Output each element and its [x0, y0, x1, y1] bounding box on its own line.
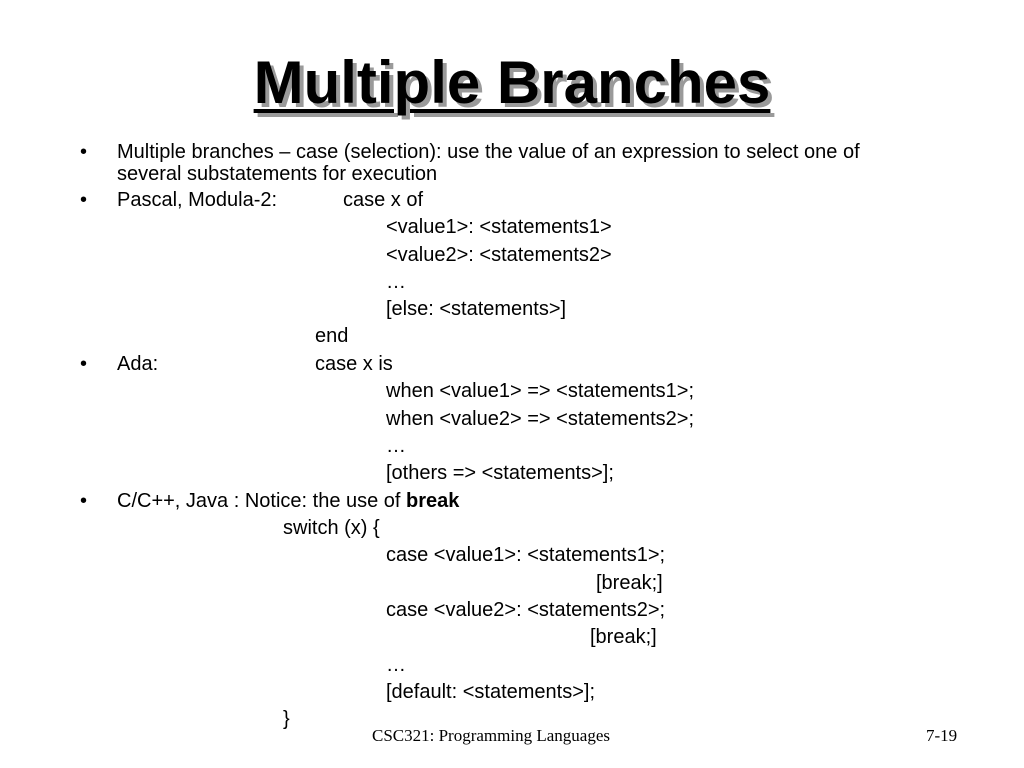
- ada-others-line: [others => <statements>];: [386, 462, 614, 484]
- switch-case1-line: case <value1>: <statements1>;: [386, 544, 666, 566]
- pascal-value2-line: <value2>: <statements2>: [386, 244, 612, 266]
- pascal-end-line: end: [315, 325, 349, 347]
- ada-when1-line: when <value1> => <statements1>;: [386, 380, 694, 402]
- pascal-else-line: [else: <statements>]: [386, 298, 567, 320]
- bullet-1-line-2: several substatements for execution: [117, 163, 438, 185]
- bullet-1-line-1: Multiple branches – case (selection): us…: [117, 141, 860, 163]
- ada-ellipsis: …: [386, 435, 406, 457]
- ada-case-line: case x is: [315, 353, 393, 375]
- pascal-case-line: case x of: [343, 189, 424, 211]
- slide-title: Multiple Branches: [253, 49, 771, 116]
- switch-case2-line: case <value2>: <statements2>;: [386, 599, 666, 621]
- ada-label: Ada:: [117, 353, 159, 375]
- bullet-marker: •: [80, 490, 88, 512]
- switch-line: switch (x) {: [283, 517, 380, 539]
- pascal-value1-line: <value1>: <statements1>: [386, 216, 612, 238]
- bullet-marker: •: [80, 189, 88, 211]
- footer-page-number: 7-19: [926, 726, 958, 745]
- c-java-prefix: C/C++, Java : Notice: the use of: [117, 490, 407, 512]
- switch-ellipsis: …: [386, 654, 406, 676]
- bullet-marker: •: [80, 353, 88, 375]
- bullet-marker: •: [80, 141, 88, 163]
- pascal-label: Pascal, Modula-2:: [117, 189, 278, 211]
- ada-when2-line: when <value2> => <statements2>;: [386, 408, 694, 430]
- switch-break1-line: [break;]: [596, 572, 663, 594]
- switch-close-brace: }: [283, 708, 290, 730]
- pascal-ellipsis: …: [386, 271, 406, 293]
- switch-default-line: [default: <statements>];: [386, 681, 596, 703]
- c-java-line: C/C++, Java : Notice: the use of break: [117, 490, 459, 513]
- footer-course: CSC321: Programming Languages: [372, 726, 610, 745]
- switch-break2-line: [break;]: [590, 626, 657, 648]
- break-keyword: break: [406, 490, 460, 512]
